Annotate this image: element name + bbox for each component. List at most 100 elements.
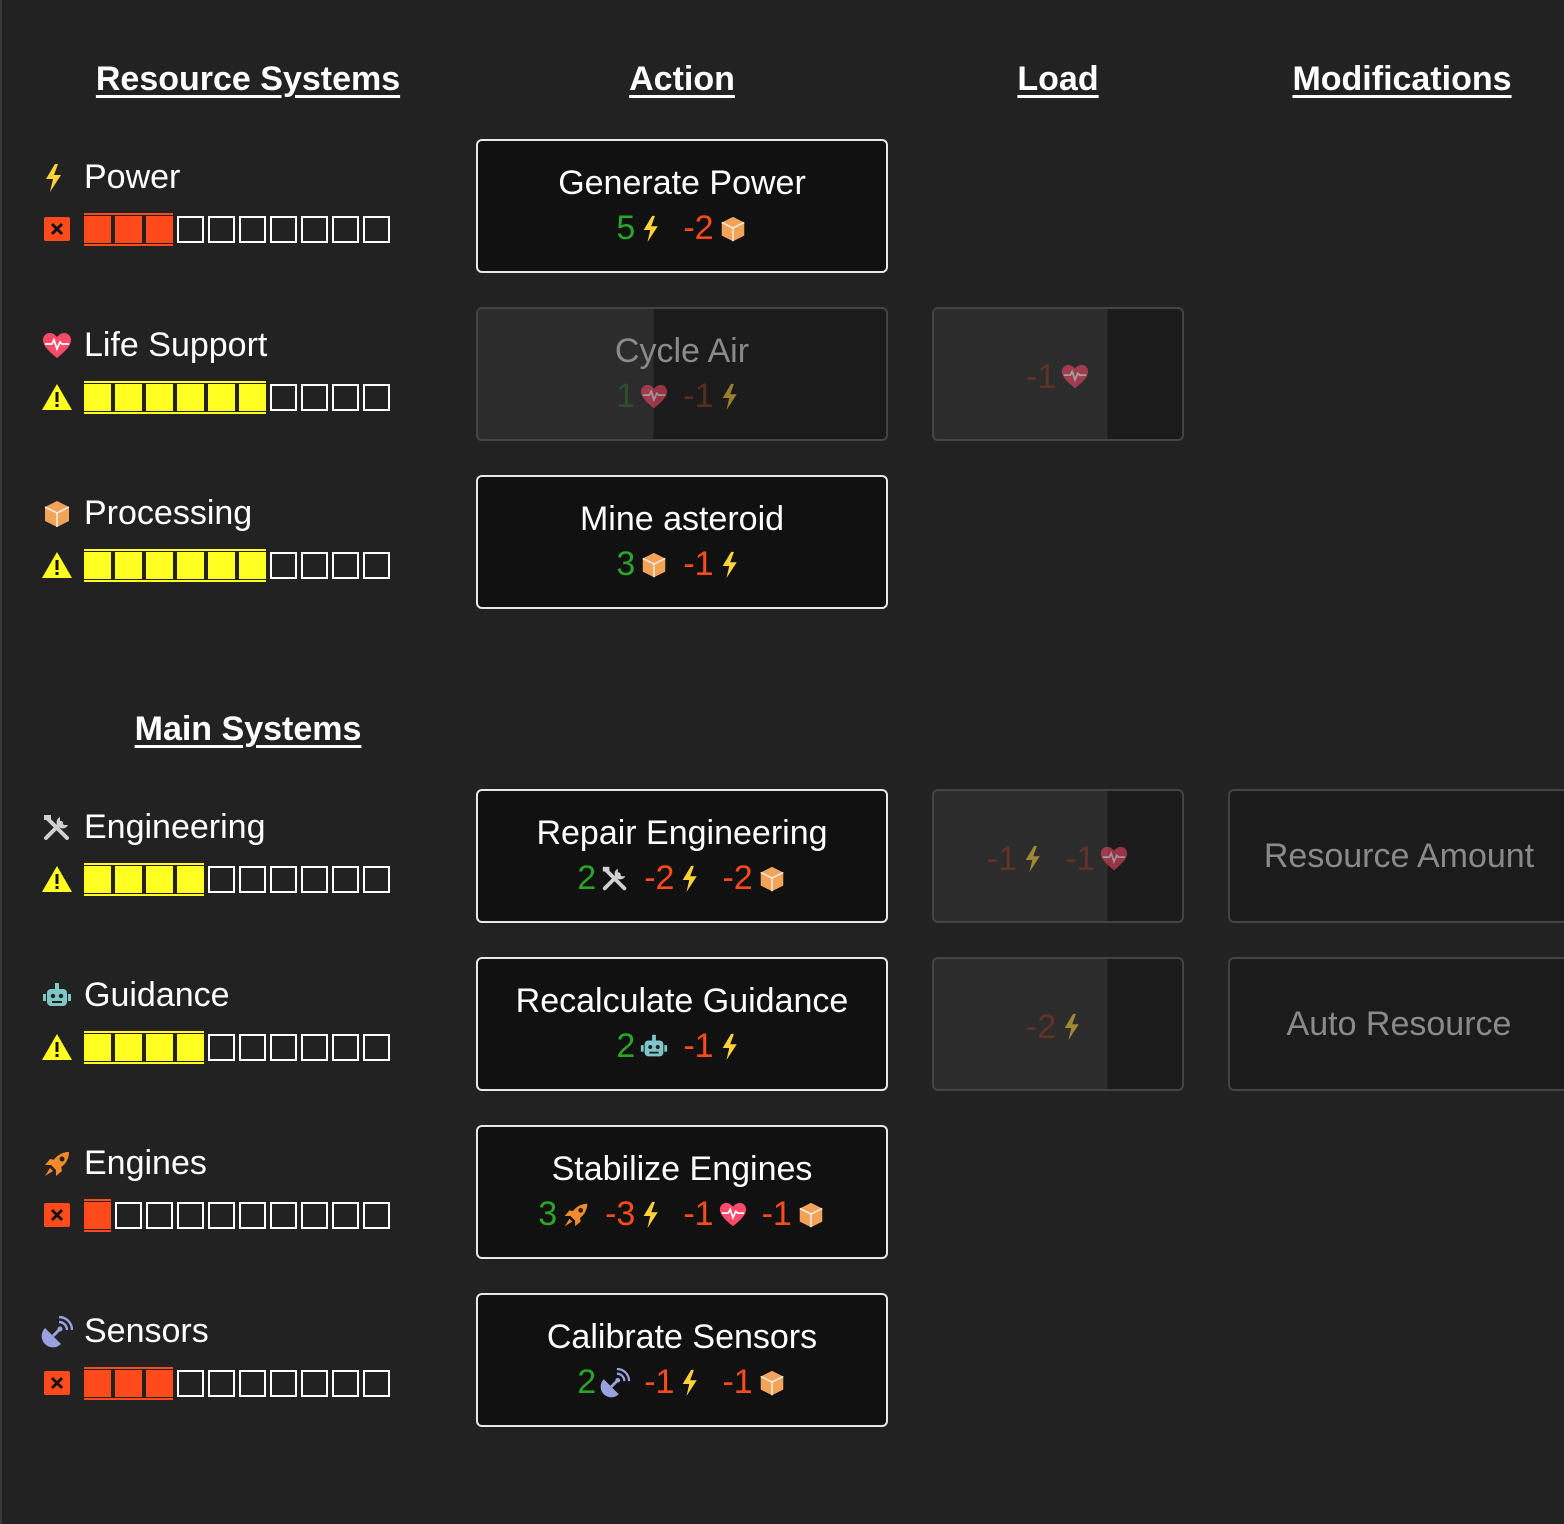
load-effects: -1: [1026, 358, 1090, 397]
system-processing: Processing: [40, 494, 400, 594]
system-health-bar: [40, 1366, 394, 1400]
modification-guidance[interactable]: Auto Resource: [1228, 957, 1564, 1091]
heartbeat-icon: [43, 332, 71, 358]
lightning-icon: [683, 865, 698, 892]
bar-underline: [84, 893, 204, 896]
bar-segment: [84, 1033, 111, 1061]
bar-segment: [301, 865, 328, 893]
action-title: Calibrate Sensors: [546, 1318, 818, 1356]
effect-value: -1: [722, 1363, 753, 1401]
bar-segments: [84, 1030, 394, 1064]
bar-segment: [115, 865, 142, 893]
effect-value: -1: [986, 839, 1017, 878]
cube-icon: [44, 500, 70, 527]
bar-underline: [84, 1366, 173, 1369]
bar-segment: [363, 215, 390, 243]
load-effects: -2: [1026, 1008, 1090, 1047]
bar-segment: [363, 1201, 390, 1229]
system-name: Processing: [84, 494, 253, 532]
cube-icon: [799, 1202, 823, 1227]
bar-segment: [270, 1033, 297, 1061]
heartbeat-icon: [1061, 364, 1089, 389]
bar-underline: [84, 1229, 111, 1232]
action-button-power[interactable]: Generate Power 5-2: [476, 139, 888, 273]
modification-engineering[interactable]: Resource Amount: [1228, 789, 1564, 923]
effect-value: -1: [761, 1195, 792, 1233]
action-effects: 2-2-2: [577, 859, 786, 898]
effect-value: -2: [683, 209, 714, 247]
bar-segment: [146, 1369, 173, 1397]
bar-segments: [84, 1366, 394, 1400]
system-health-bar: [40, 862, 394, 896]
bar-underline: [84, 1061, 204, 1064]
effect-value: 3: [616, 545, 636, 583]
bar-segment: [146, 865, 173, 893]
bar-underline: [84, 1198, 111, 1201]
effect-value: -1: [644, 1363, 675, 1401]
system-icon-wrap: [40, 979, 74, 1013]
effect-value: -2: [1025, 1007, 1057, 1046]
bar-segment: [239, 1033, 266, 1061]
cube-icon: [720, 216, 745, 241]
system-icon-wrap: [40, 1147, 74, 1181]
effect-value: 3: [538, 1195, 558, 1233]
cube-icon: [760, 1370, 784, 1395]
bar-segment: [84, 383, 111, 411]
bar-segment: [363, 383, 390, 411]
system-sensors: Sensors: [40, 1312, 400, 1412]
lightning-icon: [683, 1369, 698, 1396]
system-label: Power: [40, 158, 180, 197]
bar-segment: [332, 215, 359, 243]
bar-segment: [208, 1201, 235, 1229]
action-title: Repair Engineering: [536, 814, 828, 852]
bar-segment: [177, 551, 204, 579]
lightning-icon: [722, 383, 737, 410]
system-label: Sensors: [40, 1312, 209, 1351]
bar-segment: [332, 551, 359, 579]
system-health-bar: [40, 1198, 394, 1232]
bar-segment: [115, 1369, 142, 1397]
action-effects: 5-2: [616, 209, 747, 248]
bar-underline: [84, 1397, 173, 1400]
lightning-icon: [722, 551, 737, 578]
bar-segment: [177, 865, 204, 893]
satellite-icon: [600, 1367, 631, 1397]
action-effects: 2-1-1: [577, 1363, 786, 1402]
robot-icon: [641, 1034, 668, 1056]
status-indicator: [40, 862, 74, 896]
bar-segment: [363, 551, 390, 579]
warning-icon: [42, 866, 72, 892]
action-title: Generate Power: [558, 164, 806, 202]
system-engines: Engines: [40, 1144, 400, 1244]
system-label: Processing: [40, 494, 252, 533]
lightning-icon: [722, 1033, 737, 1060]
bar-underline: [84, 380, 266, 383]
warning-icon: [42, 384, 72, 410]
status-indicator: [40, 1198, 74, 1232]
bar-segment: [332, 865, 359, 893]
bar-underline: [84, 243, 173, 246]
action-button-engineering[interactable]: Repair Engineering 2-2-2: [476, 789, 888, 923]
header-action: Action: [629, 60, 735, 98]
critical-icon: [44, 1203, 70, 1227]
system-health-bar: [40, 212, 394, 246]
effect-value: -1: [683, 377, 714, 415]
system-icon-wrap: [40, 1315, 74, 1349]
system-name: Power: [84, 158, 181, 196]
effect-value: -3: [605, 1195, 636, 1233]
bar-segment: [177, 1033, 204, 1061]
bar-segment: [301, 551, 328, 579]
action-title: Stabilize Engines: [551, 1150, 813, 1188]
effect-value: -1: [1025, 357, 1057, 396]
bar-segment: [301, 383, 328, 411]
bar-segment: [177, 1201, 204, 1229]
bar-segments: [84, 1198, 394, 1232]
system-label: Engineering: [40, 808, 265, 847]
bar-underline: [84, 862, 204, 865]
system-guidance: Guidance: [40, 976, 400, 1076]
